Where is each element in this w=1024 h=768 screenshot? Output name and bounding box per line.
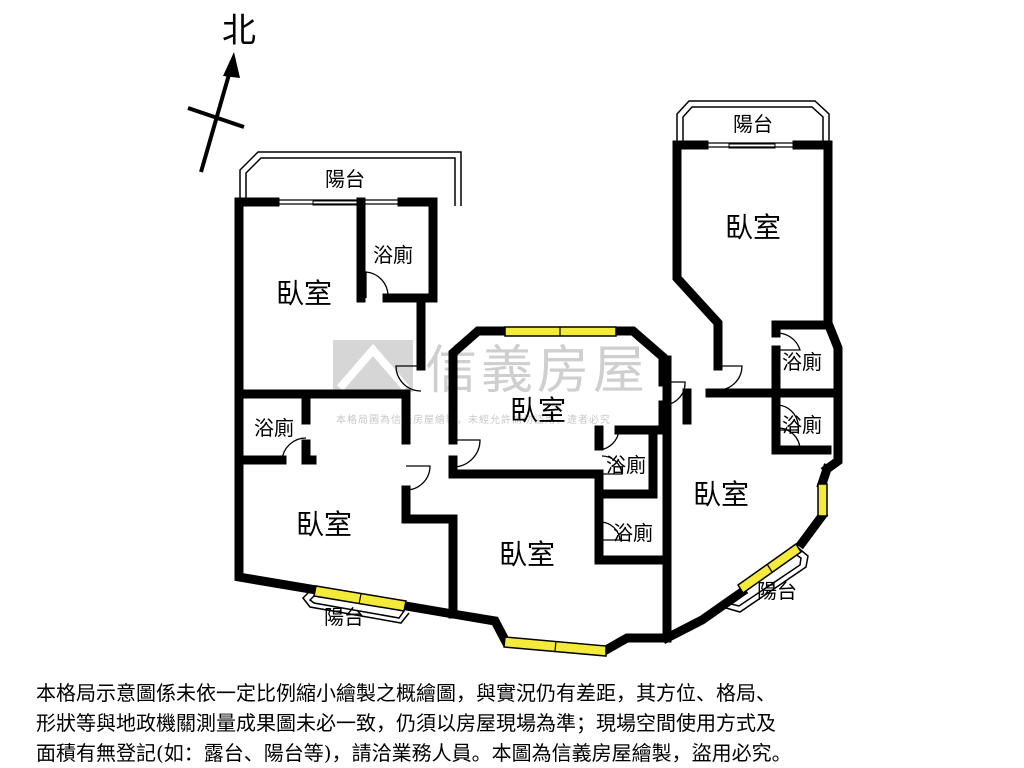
disclaimer-line-1: 本格局示意圖係未依一定比例縮小繪製之概繪圖，與實況仍有差距，其方位、格局、 — [36, 681, 776, 705]
balcony-outlines — [239, 100, 830, 624]
room-bedroom-nw: 臥室 — [276, 277, 332, 310]
room-bedroom-east: 臥室 — [693, 478, 749, 511]
room-labels: 臥室 臥室 臥室 臥室 臥室 臥室 浴廁 浴廁 浴廁 浴廁 浴廁 浴廁 陽台 陽… — [254, 112, 822, 629]
sliding-doors — [275, 142, 797, 206]
balcony-southwest: 陽台 — [324, 605, 364, 629]
room-bedroom-south: 臥室 — [499, 538, 555, 571]
room-bath-west: 浴廁 — [254, 416, 294, 440]
room-bedroom-sw: 臥室 — [296, 508, 352, 541]
north-arrow-icon — [223, 52, 240, 78]
disclaimer-line-3: 面積有無登記(如：露台、陽台等)，請洽業務人員。本圖為信義房屋繪製，盜用必究。 — [36, 741, 792, 765]
room-bath-center-2: 浴廁 — [613, 521, 653, 545]
watermark-notice: 本格局圖為信義房屋繪製，未經允許請勿盜用，違者必究 — [336, 413, 611, 426]
room-bath-nw: 浴廁 — [373, 243, 413, 267]
balcony-east: 陽台 — [757, 579, 797, 603]
compass: 北 — [187, 11, 256, 173]
room-bath-east-2: 浴廁 — [782, 413, 822, 437]
balcony-northeast: 陽台 — [733, 112, 773, 136]
balcony-north: 陽台 — [325, 167, 365, 191]
room-bedroom-center: 臥室 — [510, 394, 566, 427]
room-bath-east-1: 浴廁 — [782, 350, 822, 374]
room-bedroom-ne: 臥室 — [725, 211, 781, 244]
window-east — [817, 483, 828, 517]
disclaimer: 本格局示意圖係未依一定比例縮小繪製之概繪圖，與實況仍有差距，其方位、格局、 形狀… — [36, 678, 996, 768]
windows — [313, 326, 828, 657]
disclaimer-line-2: 形狀等與地政機關測量成果圖未必一致，仍須以房屋現場為準；現場空間使用方式及 — [36, 711, 776, 735]
room-bath-center-1: 浴廁 — [606, 453, 646, 477]
watermark: 信義房屋 本格局圖為信義房屋繪製，未經允許請勿盜用，違者必究 — [333, 340, 645, 426]
door-swings — [281, 271, 801, 541]
walls — [234, 140, 843, 657]
compass-north-label: 北 — [222, 11, 256, 51]
